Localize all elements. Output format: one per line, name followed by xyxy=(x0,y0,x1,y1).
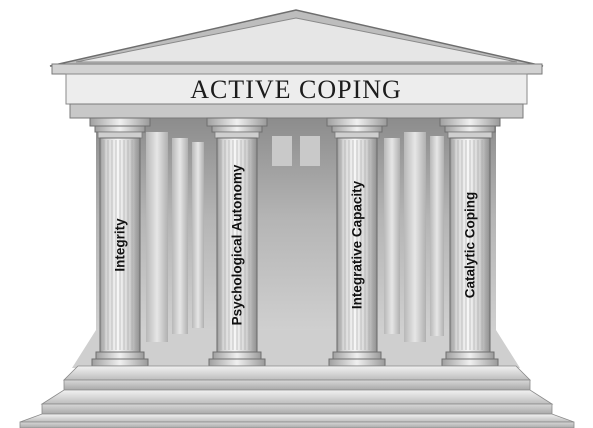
pillar-label: Integrative Capacity xyxy=(350,180,365,309)
pillar: Integrative Capacity xyxy=(326,117,388,367)
background-columns xyxy=(146,132,444,342)
temple-steps xyxy=(19,365,575,428)
frieze xyxy=(65,73,528,105)
front-columns: Integrity Psychological Autonomy Integrati… xyxy=(89,117,501,367)
architrave xyxy=(69,103,524,119)
cornice xyxy=(51,63,543,75)
title-label: ACTIVE COPING xyxy=(190,75,402,104)
pillar: Catalytic Coping xyxy=(439,117,501,367)
pillar-label: Catalytic Coping xyxy=(463,192,478,299)
pillar: Integrity xyxy=(89,117,151,367)
pillar-label: Integrity xyxy=(113,218,128,272)
pillar-label: Psychological Autonomy xyxy=(230,164,245,325)
pillar: Psychological Autonomy xyxy=(206,117,268,367)
pediment-face xyxy=(75,17,518,63)
